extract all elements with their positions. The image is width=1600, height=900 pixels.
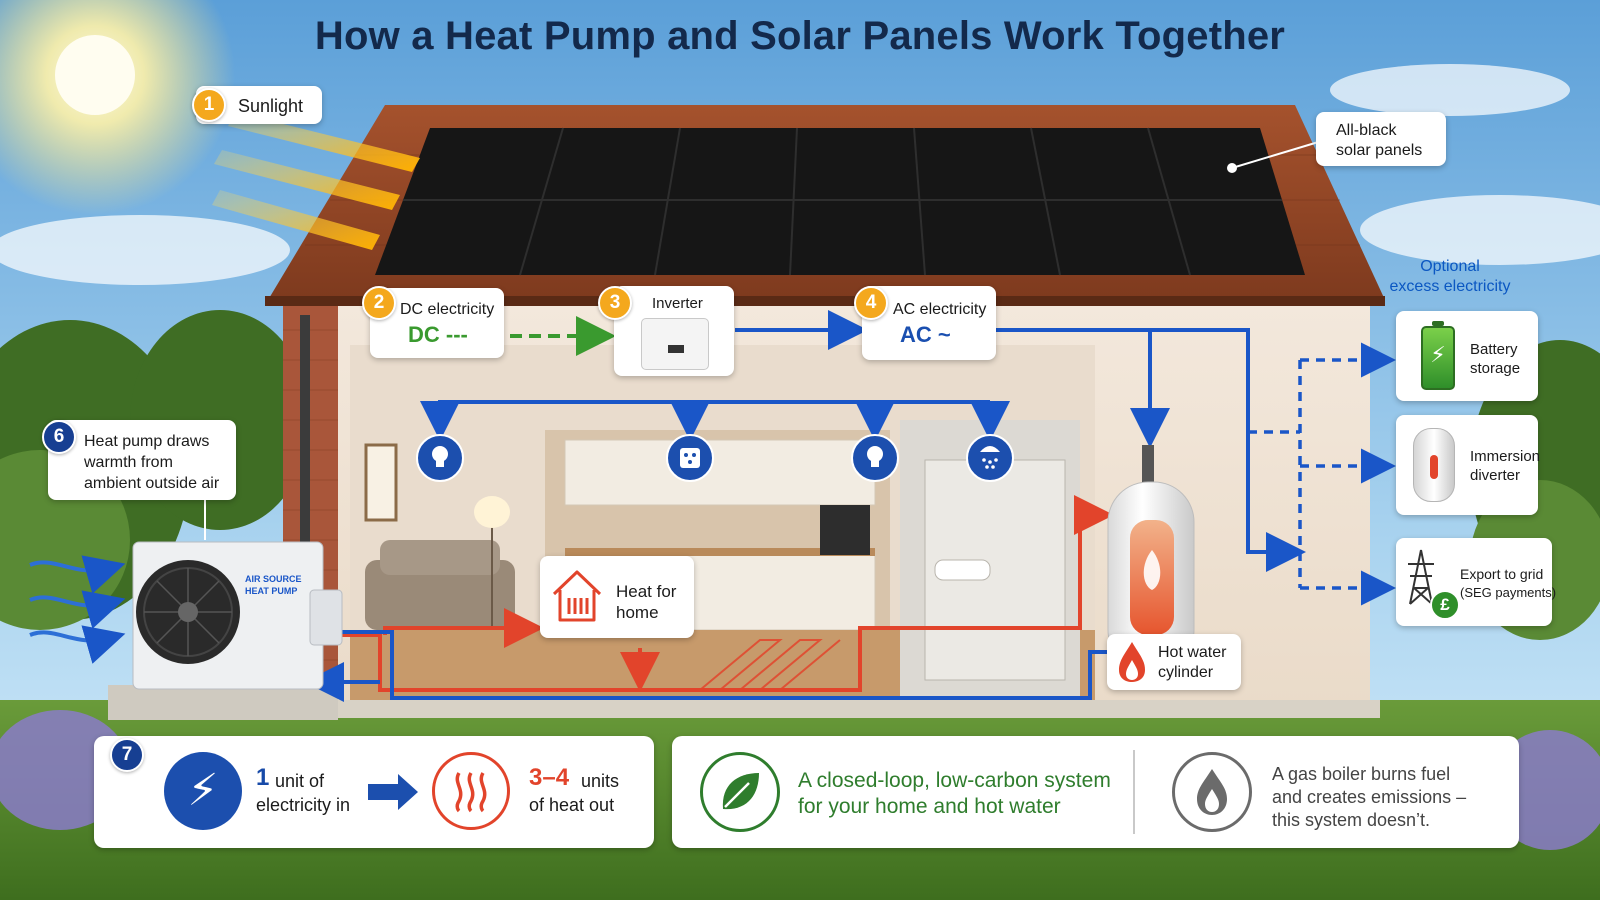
optional-excess-label-line2: excess electricity: [1389, 278, 1511, 295]
step-6-badge: 6: [42, 420, 76, 454]
heat-pump-unit-label-line1: AIR SOURCE: [245, 574, 302, 584]
step-4-badge: 4: [854, 286, 888, 320]
immersion-tank-icon: [1413, 428, 1455, 502]
leaf-icon: [700, 752, 780, 832]
house-radiator-icon: [550, 568, 604, 624]
step-2-badge: 2: [362, 286, 396, 320]
export-label-line1: Export to grid: [1460, 566, 1544, 582]
battery-storage-card: [1396, 311, 1538, 401]
immersion-label-line1: Immersion: [1470, 448, 1541, 465]
battery-terminal: [1432, 321, 1444, 326]
closed-loop-line1: A closed-loop, low-carbon system: [798, 769, 1111, 792]
solar-panels-label-card: [1316, 112, 1446, 166]
gas-boiler-line3: this system doesn’t.: [1272, 810, 1431, 830]
dc-symbol: DC ---: [408, 322, 468, 347]
heat-for-home-line2: home: [616, 603, 659, 622]
benefits-divider: [1133, 750, 1135, 834]
pound-coin-icon: £: [1430, 590, 1460, 620]
inverter-display: [668, 345, 684, 353]
solar-panels-label-line2: solar panels: [1336, 142, 1423, 159]
units-in-text2: electricity in: [256, 795, 351, 815]
units-in-number: 1: [256, 764, 270, 791]
heat-pump-draws-line1: Heat pump draws: [84, 433, 210, 450]
house-radiator-icon-svg: [552, 570, 602, 622]
closed-loop-line2: for your home and hot water: [798, 795, 1061, 818]
thermometer-icon: [1430, 455, 1438, 479]
heat-pump-draws-line3: ambient outside air: [84, 475, 220, 492]
heat-pump-draws-card: [48, 420, 236, 500]
immersion-label-line2: diverter: [1470, 467, 1521, 484]
hot-water-line2: cylinder: [1158, 664, 1214, 681]
right-arrow-icon: [368, 772, 420, 812]
units-in-text1: unit of: [275, 771, 325, 791]
gas-boiler-line2: and creates emissions –: [1272, 787, 1467, 807]
inverter-label: Inverter: [652, 295, 703, 312]
ac-symbol: AC ~: [900, 322, 951, 347]
flame-icon: [1117, 640, 1147, 684]
inverter-device-icon: [641, 318, 709, 370]
heat-pump-unit-label-line2: HEAT PUMP: [245, 586, 298, 596]
heat-for-home-line1: Heat for: [616, 582, 677, 601]
solar-panels-label-line1: All-black: [1336, 122, 1397, 139]
step-1-badge: 1: [192, 88, 226, 122]
export-label-line2: (SEG payments): [1460, 585, 1557, 600]
sunlight-label: Sunlight: [238, 96, 304, 116]
units-out-text2: of heat out: [529, 795, 615, 815]
optional-excess-label-line1: Optional: [1420, 258, 1480, 275]
benefits-card: [672, 736, 1519, 848]
heat-for-home-card: [540, 556, 694, 638]
dc-electricity-label: DC electricity: [400, 301, 495, 318]
pylon-icon-svg: [1408, 549, 1434, 605]
battery-label-line2: storage: [1470, 360, 1521, 377]
gas-flame-icon-svg: [1197, 769, 1227, 815]
flame-icon-svg: [1119, 642, 1145, 682]
lightning-icon: ⚡: [164, 752, 242, 830]
right-arrow-icon-svg: [368, 774, 418, 810]
heat-waves-icon-svg: [455, 772, 487, 813]
gas-boiler-line1: A gas boiler burns fuel: [1272, 764, 1451, 784]
battery-bolt-icon: ⚡: [1430, 342, 1446, 367]
battery-label-line1: Battery: [1470, 341, 1518, 358]
battery-icon: ⚡: [1421, 321, 1455, 390]
pylon-icon: [1404, 548, 1438, 606]
hot-water-line1: Hot water: [1158, 644, 1227, 661]
units-out-text1: units: [581, 771, 620, 791]
step-7-badge: 7: [110, 738, 144, 772]
heat-waves-icon: [432, 752, 510, 830]
units-out-number: 3–4: [529, 764, 570, 791]
page-title: How a Heat Pump and Solar Panels Work To…: [314, 14, 1286, 58]
leaf-icon-svg: [722, 773, 759, 810]
ac-electricity-label: AC electricity: [893, 301, 987, 318]
heat-pump-draws-line2: warmth from: [84, 454, 173, 471]
step-3-badge: 3: [598, 286, 632, 320]
gas-flame-icon: [1172, 752, 1252, 832]
